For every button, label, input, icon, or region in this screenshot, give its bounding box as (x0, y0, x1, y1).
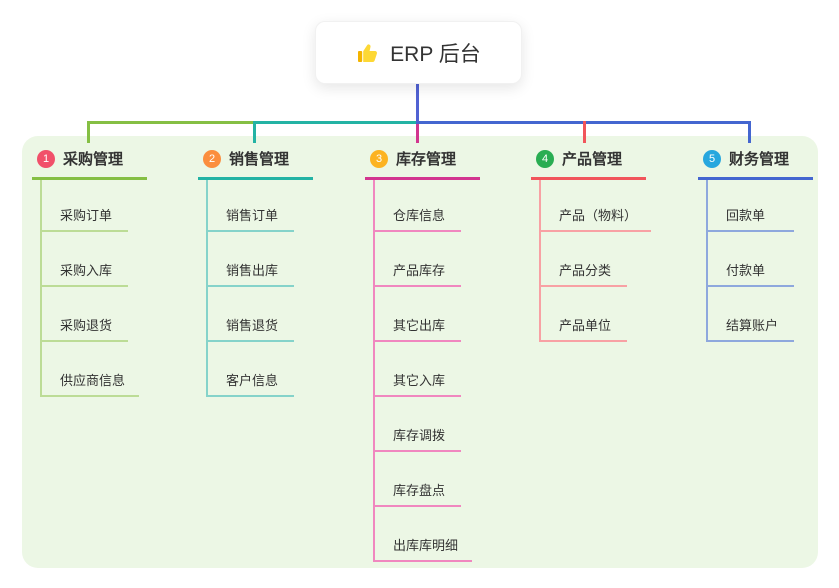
tree-node[interactable]: 客户信息 (208, 342, 294, 397)
connector-drop-product (583, 121, 586, 143)
tree-node[interactable]: 库存盘点 (375, 452, 461, 507)
branch-title: 产品管理 (562, 151, 623, 168)
connector-drop-inventory (416, 124, 419, 143)
connector-bus-teal (254, 121, 416, 124)
root-node[interactable]: ERP 后台 (315, 21, 522, 84)
tree-node[interactable]: 产品（物料） (541, 180, 652, 232)
branch-finance: 5 财务管理 回款单 付款单 结算账户 (698, 146, 838, 342)
branch-number-badge: 5 (703, 149, 721, 168)
branch-header-finance[interactable]: 5 财务管理 (698, 146, 813, 180)
branch-number-badge: 3 (370, 149, 388, 168)
branch-header-product[interactable]: 4 产品管理 (531, 146, 646, 180)
branch-number-badge: 2 (203, 149, 221, 168)
connector-drop-finance (748, 121, 751, 143)
connector-bus-green (87, 121, 254, 124)
tree-node[interactable]: 供应商信息 (42, 342, 140, 397)
connector-root-stem (416, 84, 419, 122)
connector-drop-sales (253, 121, 256, 143)
tree-node[interactable]: 回款单 (708, 180, 794, 232)
thumbs-up-icon (356, 41, 380, 65)
branch-number-badge: 4 (536, 149, 554, 168)
branch-title: 库存管理 (396, 151, 457, 168)
branch-title: 采购管理 (63, 151, 124, 168)
branch-children: 回款单 付款单 结算账户 (706, 180, 838, 342)
connector-drop-purchase (87, 121, 90, 143)
tree-node[interactable]: 结算账户 (708, 287, 794, 342)
tree-node[interactable]: 其它出库 (375, 287, 461, 342)
tree-node[interactable]: 产品分类 (541, 232, 627, 287)
tree-node[interactable]: 采购订单 (42, 180, 128, 232)
branch-sales: 2 销售管理 销售订单 销售出库 销售退货 客户信息 (198, 146, 338, 397)
tree-node[interactable]: 销售订单 (208, 180, 294, 232)
branch-purchase: 1 采购管理 采购订单 采购入库 采购退货 供应商信息 (32, 146, 172, 397)
branch-children: 仓库信息 产品库存 其它出库 其它入库 库存调拨 库存盘点 出库库明细 (373, 180, 505, 562)
tree-node[interactable]: 采购入库 (42, 232, 128, 287)
tree-node[interactable]: 产品库存 (375, 232, 461, 287)
branch-header-sales[interactable]: 2 销售管理 (198, 146, 313, 180)
branch-children: 销售订单 销售出库 销售退货 客户信息 (206, 180, 338, 397)
branches-panel (22, 136, 818, 568)
branch-title: 销售管理 (229, 151, 290, 168)
branch-children: 采购订单 采购入库 采购退货 供应商信息 (40, 180, 172, 397)
tree-node[interactable]: 仓库信息 (375, 180, 461, 232)
tree-node[interactable]: 产品单位 (541, 287, 627, 342)
branch-children: 产品（物料） 产品分类 产品单位 (539, 180, 671, 342)
tree-node[interactable]: 采购退货 (42, 287, 128, 342)
branch-product: 4 产品管理 产品（物料） 产品分类 产品单位 (531, 146, 671, 342)
tree-node[interactable]: 其它入库 (375, 342, 461, 397)
branch-header-purchase[interactable]: 1 采购管理 (32, 146, 147, 180)
tree-node[interactable]: 付款单 (708, 232, 794, 287)
tree-node[interactable]: 出库库明细 (375, 507, 473, 562)
branch-title: 财务管理 (729, 151, 790, 168)
branch-header-inventory[interactable]: 3 库存管理 (365, 146, 480, 180)
branch-number-badge: 1 (37, 149, 55, 168)
tree-node[interactable]: 销售退货 (208, 287, 294, 342)
root-title: ERP 后台 (390, 42, 481, 66)
tree-node[interactable]: 销售出库 (208, 232, 294, 287)
branch-inventory: 3 库存管理 仓库信息 产品库存 其它出库 其它入库 库存调拨 库存盘点 出库库… (365, 146, 505, 562)
tree-node[interactable]: 库存调拨 (375, 397, 461, 452)
